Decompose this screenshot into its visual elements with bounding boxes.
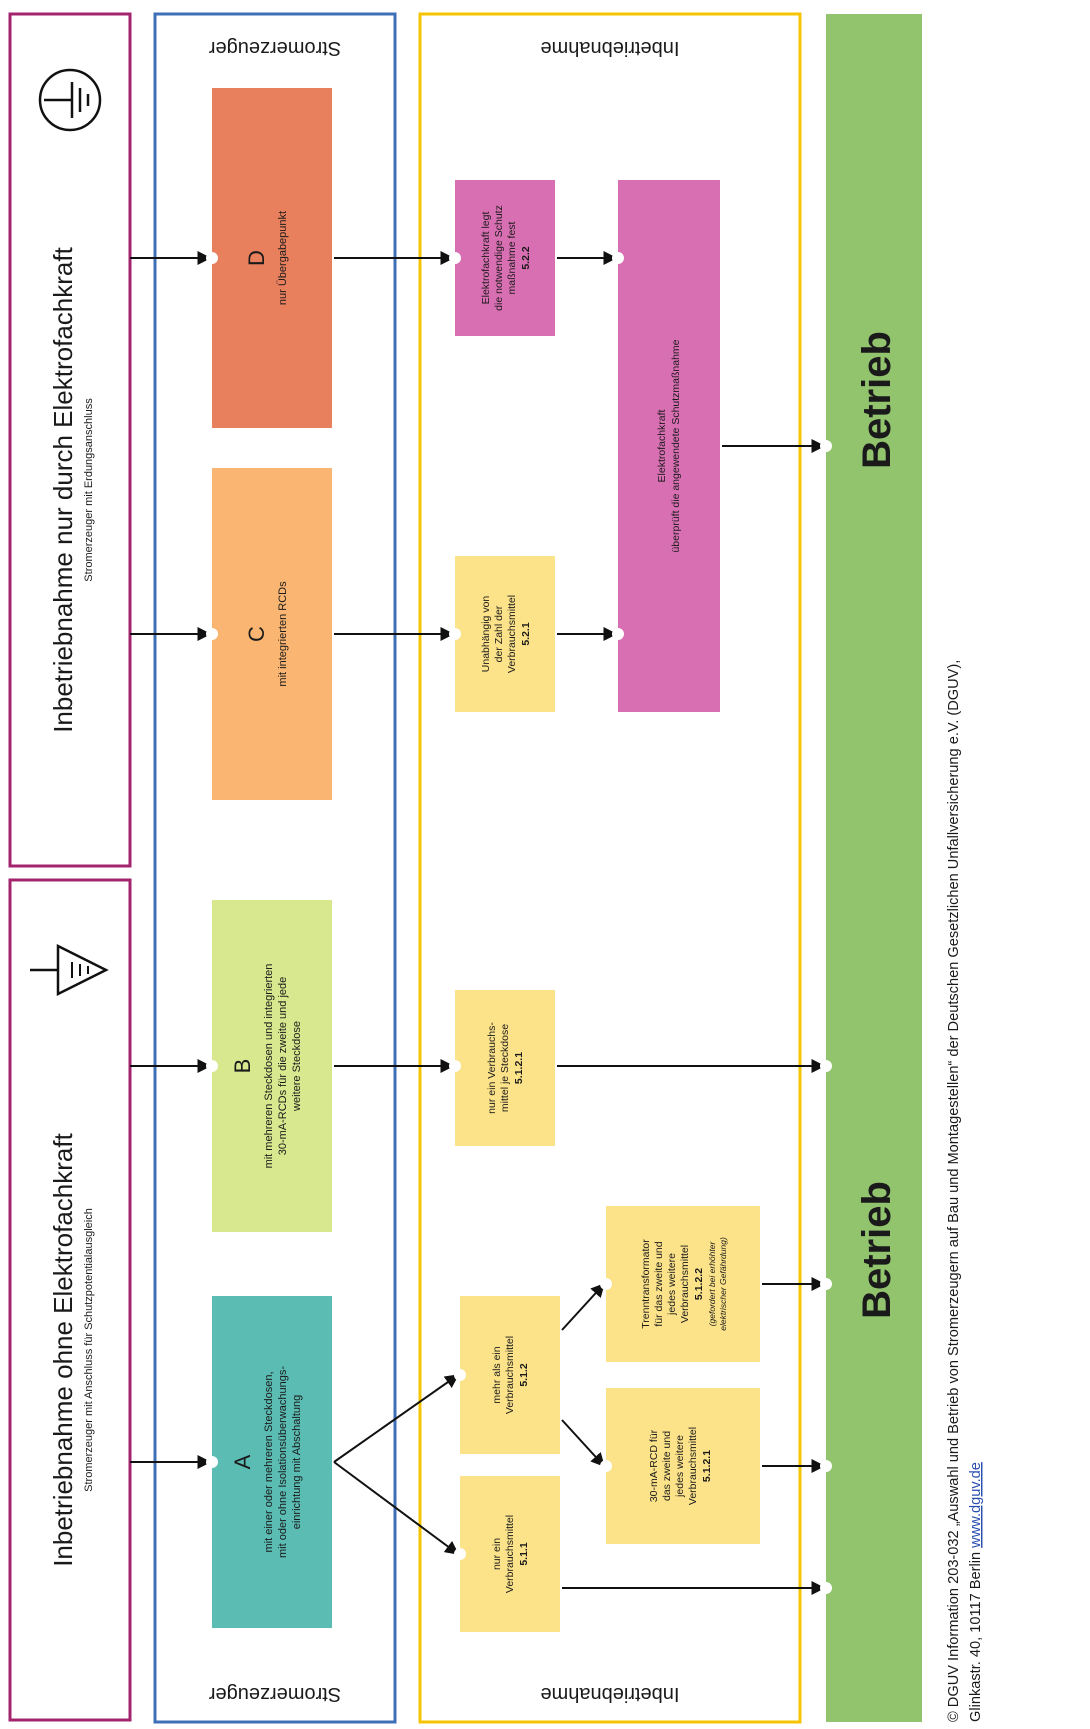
generator-b-letter: B	[230, 1059, 255, 1074]
step-5-1-2-2-note-1: elektrischer Gefährdung)	[718, 1237, 728, 1331]
connector-dot	[820, 440, 832, 452]
section-left-subtitle: Stromerzeuger mit Anschluss für Schutzpo…	[83, 1208, 95, 1492]
step-5-2-2-text-2: maßnahme fest	[506, 221, 518, 294]
generator-box-b	[212, 900, 332, 1232]
step-box-5-1-1	[460, 1476, 560, 1632]
step-box-5-1-2-1	[606, 1388, 760, 1544]
generator-a-text-2: einrichtung mit Abschaltung	[291, 1395, 303, 1530]
step-box-5-2-1	[455, 556, 555, 712]
step-box-5-1-2-2	[606, 1206, 760, 1362]
step-5-1-2-text-1: Verbrauchsmittel	[504, 1336, 516, 1414]
section-right-box	[8, 12, 132, 868]
footer-line-2: Glinkastr. 40, 10117 Berlin www.dguv.de	[968, 1462, 984, 1722]
arrow-5-1-2-to-5-1-2-1	[561, 1419, 605, 1468]
connector-dot	[612, 628, 624, 640]
step-5-1-2-ref: 5.1.2	[518, 1363, 530, 1387]
step-5-1-2-1-single-text-1: mittel je Steckdose	[499, 1024, 511, 1112]
connector-dot	[206, 1060, 218, 1072]
generator-b-text-0: mit mehreren Steckdosen und integrierten	[263, 964, 275, 1169]
step-5-1-1-text-0: nur ein	[491, 1538, 503, 1570]
connector-dot	[820, 1060, 832, 1072]
connector-dot	[206, 628, 218, 640]
section-right-title: Inbetriebnahme nur durch Elektrofachkraf…	[48, 246, 78, 732]
step-5-1-2-2-text-0: Trenntransformator	[640, 1239, 652, 1329]
connector-dot	[454, 1548, 466, 1560]
connector-dot	[449, 252, 461, 264]
connector-dot	[600, 1278, 612, 1290]
arrow-a-to-5-1-1	[333, 1461, 460, 1555]
generator-box-a	[212, 1296, 332, 1628]
step-5-1-2-1-text-2: jedes weitere	[674, 1435, 686, 1498]
generator-d-letter: D	[244, 250, 269, 266]
section-left-title: Inbetriebnahme ohne Elektrofachkraft	[48, 1132, 78, 1566]
step-5-2-1-text-1: der Zahl der	[493, 605, 505, 662]
generator-box-c	[212, 468, 332, 800]
generator-b-text-2: weitere Steckdose	[291, 1021, 303, 1112]
betrieb-label-bottom: Betrieb	[855, 1181, 899, 1319]
generator-c-text-0: mit integrierten RCDs	[277, 581, 289, 687]
step-box-ueberpruefung	[618, 180, 720, 712]
footer-address: Glinkastr. 40, 10117 Berlin	[968, 1552, 984, 1722]
inbetriebnahme-column	[418, 12, 802, 1724]
generator-a-text-1: mit oder ohne Isolationsüberwachungs-	[277, 1366, 289, 1558]
connector-dot	[449, 628, 461, 640]
step-5-1-2-1-ref: 5.1.2.1	[701, 1450, 713, 1482]
stromerzeuger-column	[153, 12, 397, 1724]
connector-dot	[206, 252, 218, 264]
step-5-1-2-2-text-2: jedes weitere	[666, 1253, 678, 1316]
inbetriebnahme-label-bottom: Inbetriebnahme	[541, 1683, 680, 1705]
connector-dot	[449, 1060, 461, 1072]
step-ueberpruefung-text-1: überprüft die angewendete Schutzmaßnahme	[670, 339, 682, 552]
stromerzeuger-label-bottom: Stromerzeuger	[209, 1683, 342, 1705]
step-ueberpruefung-text-0: Elektrofachkraft	[656, 409, 668, 482]
step-5-1-2-text-0: mehr als ein	[491, 1346, 503, 1403]
section-left-box	[8, 878, 132, 1722]
generator-a-letter: A	[230, 1454, 255, 1469]
arrow-5-1-2-to-5-1-2-2	[561, 1282, 605, 1331]
connector-dot	[820, 1278, 832, 1290]
step-5-1-2-2-text-3: Verbrauchsmittel	[679, 1245, 691, 1323]
step-5-1-2-2-note-0: (gefordert bei erhöhter	[707, 1241, 717, 1327]
step-5-2-2-ref: 5.2.2	[520, 246, 532, 270]
step-5-1-2-1-single-ref: 5.1.2.1	[513, 1052, 525, 1084]
footer-link[interactable]: www.dguv.de	[968, 1462, 984, 1549]
betrieb-band	[826, 14, 922, 1722]
connector-dot	[612, 252, 624, 264]
generator-c-letter: C	[244, 626, 269, 642]
step-5-1-1-text-1: Verbrauchsmittel	[504, 1515, 516, 1593]
generator-d-text-0: nur Übergabepunkt	[277, 211, 289, 305]
step-box-5-1-2	[460, 1296, 560, 1454]
step-5-1-2-1-text-3: Verbrauchsmittel	[687, 1427, 699, 1505]
connector-dot	[600, 1460, 612, 1472]
step-5-1-2-2-text-1: für das zweite und	[653, 1241, 665, 1326]
step-5-1-2-1-text-0: 30-mA-RCD für	[648, 1429, 660, 1502]
stromerzeuger-label-top: Stromerzeuger	[209, 37, 342, 59]
connector-dot	[820, 1582, 832, 1594]
step-box-5-2-2	[455, 180, 555, 336]
inbetriebnahme-label-top: Inbetriebnahme	[541, 37, 680, 59]
step-5-1-2-1-single-text-0: nur ein Verbrauchs-	[486, 1022, 498, 1114]
generator-a-text-0: mit einer oder mehreren Steckdosen,	[263, 1372, 275, 1553]
step-box-5-1-2-1-single	[455, 990, 555, 1146]
potential-equalization-icon	[30, 943, 109, 997]
generator-b-text-1: 30-mA-RCDs für die zweite und jede	[277, 977, 289, 1156]
earth-ground-icon	[38, 68, 102, 132]
footer-line-1: © DGUV Information 203-032 „Auswahl und …	[946, 660, 962, 1722]
generator-box-d	[212, 88, 332, 428]
step-5-2-1-text-2: Verbrauchsmittel	[506, 595, 518, 673]
step-5-2-1-ref: 5.2.1	[520, 622, 532, 646]
connector-dot	[206, 1456, 218, 1468]
betrieb-label-top: Betrieb	[855, 331, 899, 469]
step-5-2-2-text-0: Elektrofachkraft legt	[480, 212, 492, 305]
step-5-2-1-text-0: Unabhängig von	[480, 596, 492, 673]
step-5-2-2-text-1: die notwendige Schutz	[493, 205, 505, 311]
section-right-subtitle: Stromerzeuger mit Erdungsanschluss	[83, 398, 95, 582]
step-5-1-1-ref: 5.1.1	[518, 1542, 530, 1566]
step-5-1-2-2-ref: 5.1.2.2	[693, 1268, 705, 1300]
step-5-1-2-1-text-1: das zweite und	[661, 1431, 673, 1501]
connector-dot	[820, 1460, 832, 1472]
connector-dot	[454, 1369, 466, 1381]
arrow-a-to-5-1-2	[333, 1374, 460, 1463]
